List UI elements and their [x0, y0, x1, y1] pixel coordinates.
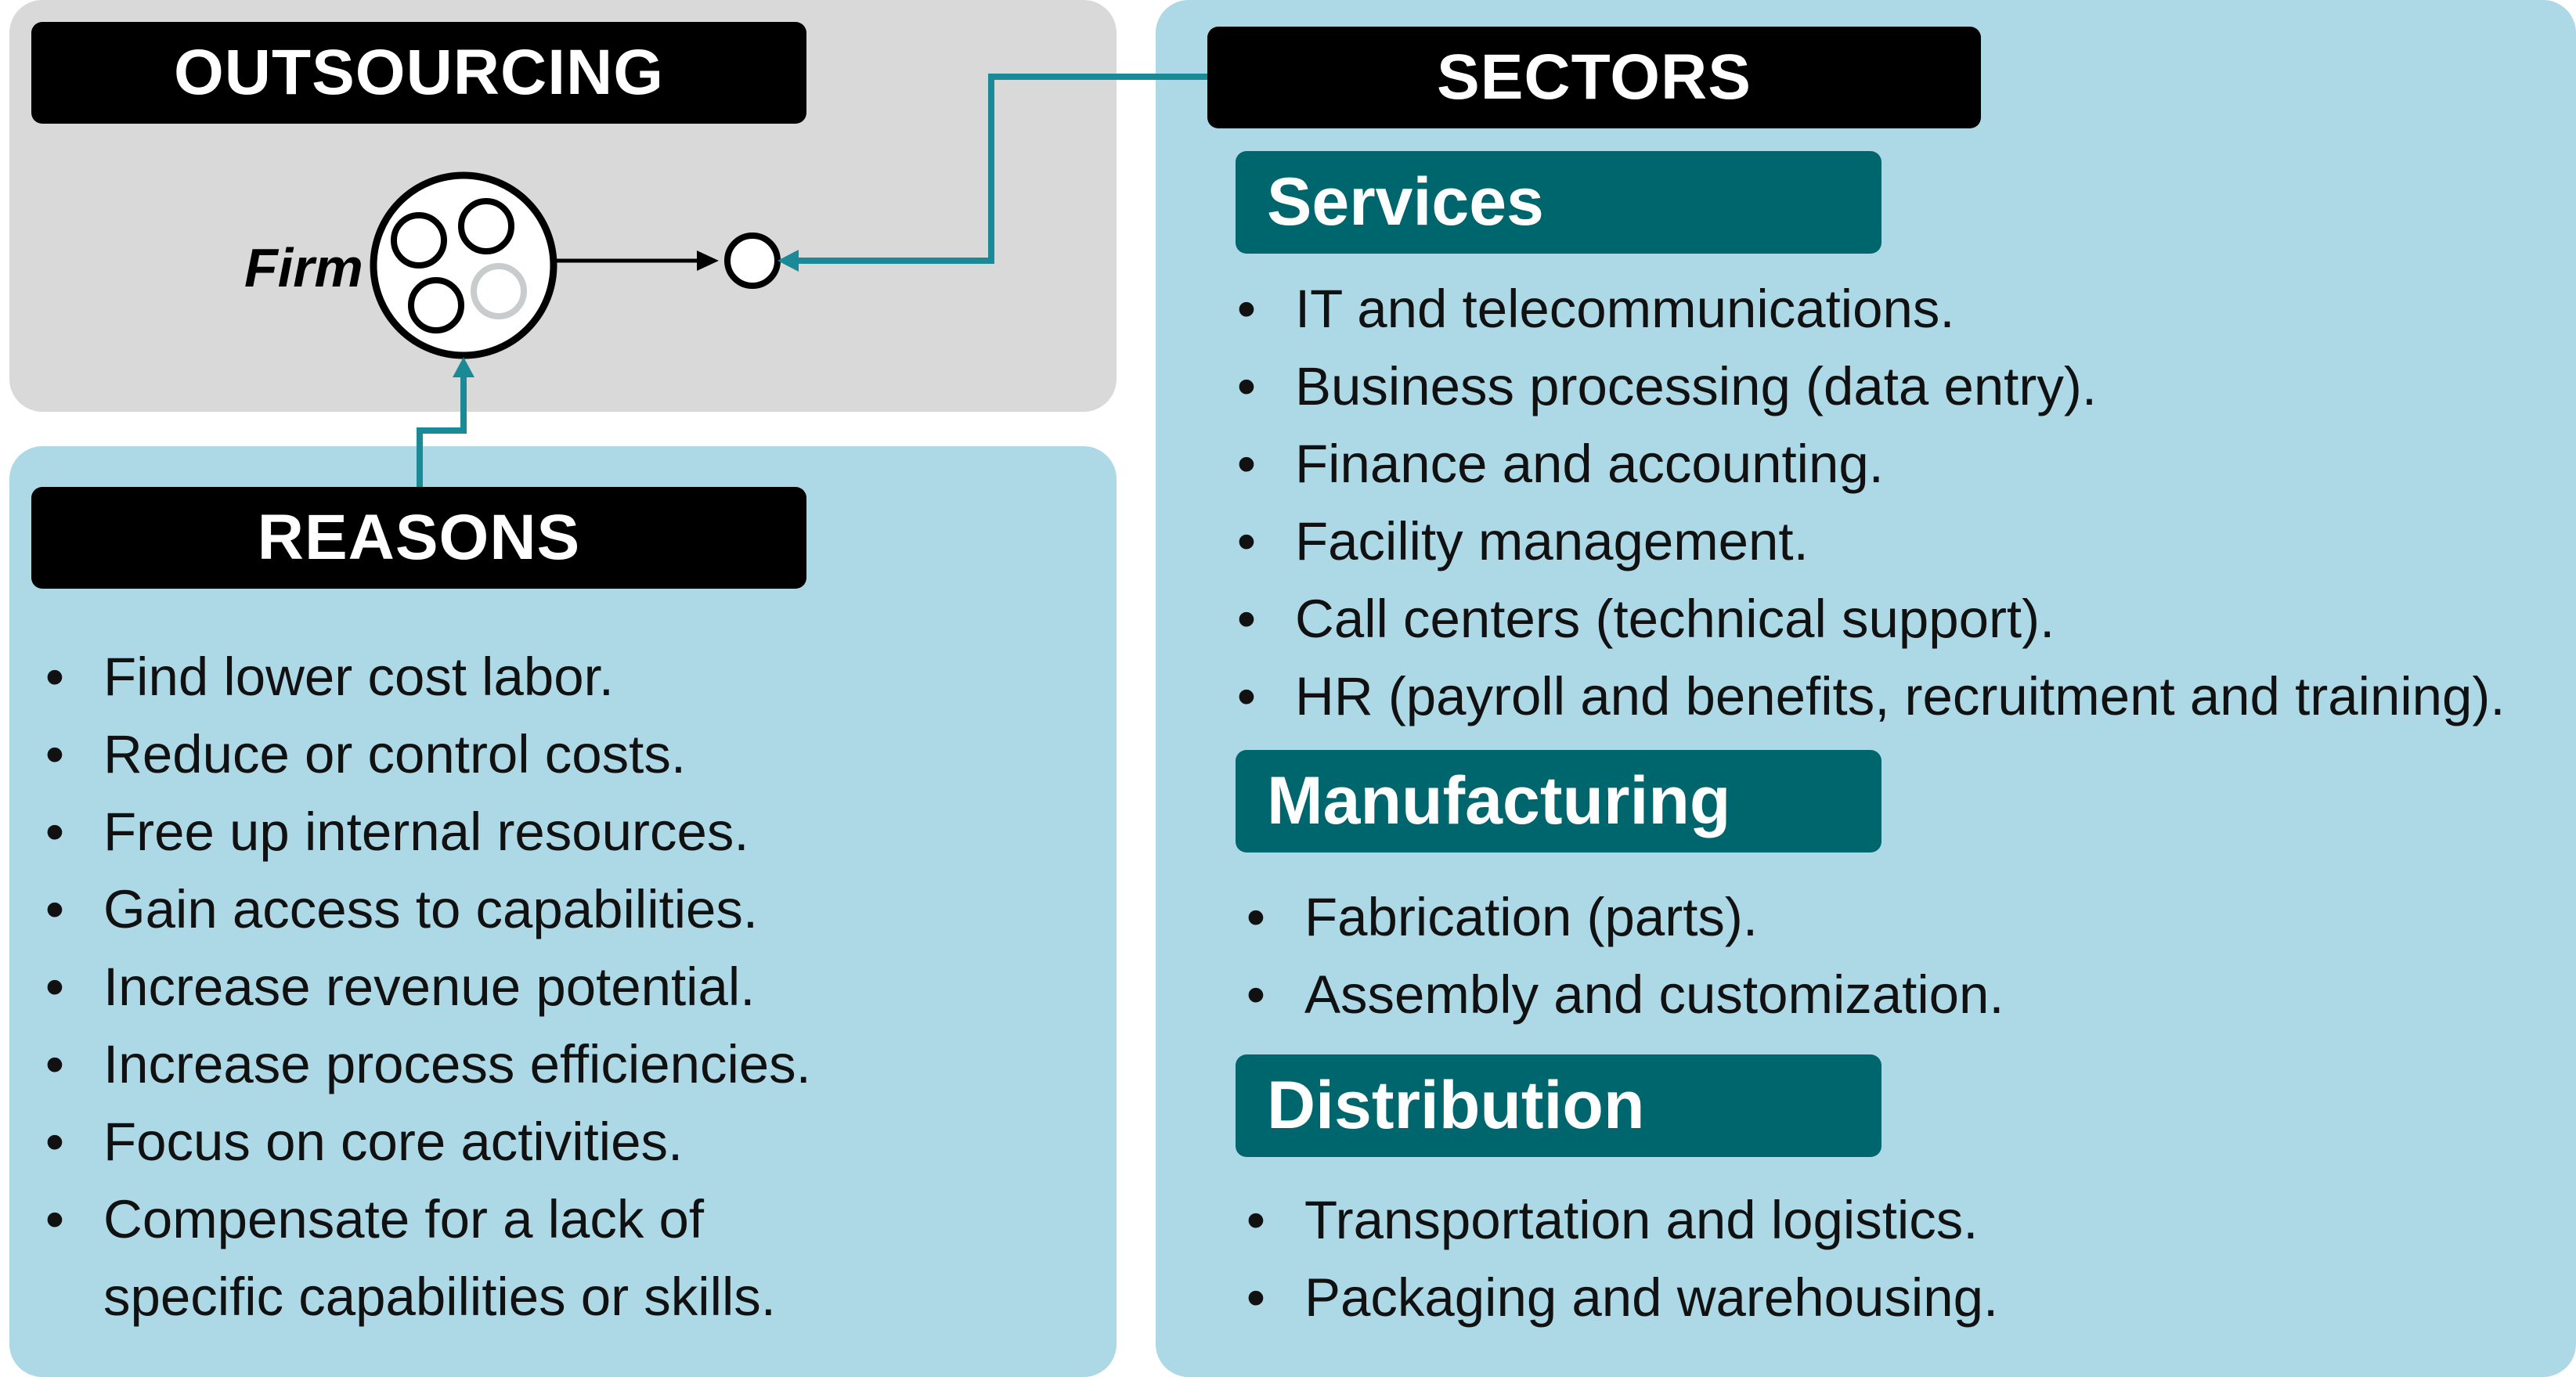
reasons-list: Find lower cost labor. Reduce or control…	[39, 638, 940, 1336]
outsourcing-header: OUTSOURCING	[31, 22, 806, 124]
reasons-connector	[417, 368, 467, 487]
services-header: Services	[1236, 151, 1881, 254]
reasons-header: REASONS	[31, 487, 806, 589]
list-item: Packaging and warehousing.	[1240, 1259, 2532, 1336]
list-item: Focus on core activities.	[39, 1103, 940, 1181]
firm-unit-circle	[458, 198, 514, 254]
manufacturing-header: Manufacturing	[1236, 750, 1881, 853]
list-item: Free up internal resources.	[39, 793, 940, 871]
list-item: IT and telecommunications.	[1231, 270, 2562, 348]
sectors-connector	[793, 74, 1207, 264]
list-item: Increase revenue potential.	[39, 948, 940, 1026]
list-item: Reduce or control costs.	[39, 716, 940, 793]
list-item: Facility management.	[1231, 503, 2562, 580]
list-item: Business processing (data entry).	[1231, 348, 2562, 425]
list-item: Fabrication (parts).	[1240, 878, 2532, 956]
outsourcing-arrowhead	[697, 251, 719, 271]
list-item: Transportation and logistics.	[1240, 1181, 2532, 1259]
external-unit-circle	[724, 233, 781, 289]
services-list: IT and telecommunications. Business proc…	[1231, 270, 2562, 735]
reasons-connector-arrowhead	[453, 357, 474, 377]
firm-label: Firm	[244, 237, 363, 298]
distribution-list: Transportation and logistics. Packaging …	[1240, 1181, 2532, 1336]
sectors-header: SECTORS	[1207, 27, 1981, 128]
list-item: Gain access to capabilities.	[39, 871, 940, 948]
distribution-header: Distribution	[1236, 1054, 1881, 1157]
list-item: Increase process efficiencies.	[39, 1026, 940, 1103]
list-item: Find lower cost labor.	[39, 638, 940, 716]
manufacturing-list: Fabrication (parts). Assembly and custom…	[1240, 878, 2532, 1033]
list-item: Finance and accounting.	[1231, 425, 2562, 503]
list-item: Compensate for a lack of specific capabi…	[39, 1181, 894, 1336]
sectors-connector-arrowhead	[777, 250, 799, 272]
list-item: Call centers (technical support).	[1231, 580, 2562, 658]
firm-outsourced-unit-circle	[471, 263, 527, 319]
firm-unit-circle	[408, 277, 464, 333]
firm-unit-circle	[391, 212, 447, 269]
list-item: Assembly and customization.	[1240, 956, 2532, 1033]
firm-circle	[370, 171, 557, 359]
list-item: HR (payroll and benefits, recruitment an…	[1231, 658, 2562, 735]
